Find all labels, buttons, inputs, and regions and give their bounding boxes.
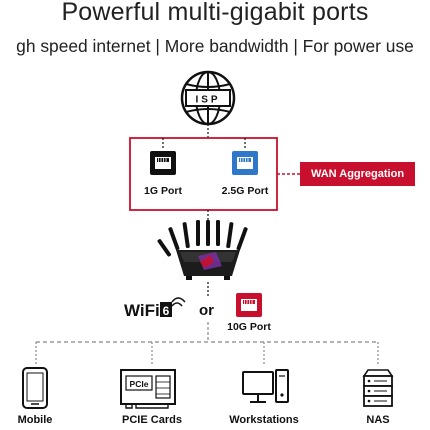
router-icon [157, 220, 248, 280]
ethernet-port-2-5g-icon [232, 151, 258, 175]
pcie-card-icon: PCIe [120, 369, 176, 409]
page-subtitle: gh speed internet | More bandwidth | For… [16, 36, 414, 56]
device-label-nas: NAS [366, 414, 390, 426]
device-label-workstations: Workstations [229, 414, 299, 426]
nas-icon [362, 369, 394, 407]
device-label-mobile: Mobile [17, 414, 53, 426]
svg-text:PCIe: PCIe [130, 379, 149, 389]
or-label: or [199, 302, 214, 319]
wifi-version: 6 [163, 304, 170, 318]
port-2-5g-label: 2.5G Port [221, 185, 269, 197]
smartphone-icon [22, 367, 48, 409]
ethernet-port-1g-icon [150, 151, 176, 175]
wifi-label: WiFi [124, 301, 160, 320]
device-label-pcie-cards: PCIE Cards [122, 414, 182, 426]
globe-icon: ISP [180, 70, 236, 126]
ethernet-port-10g-icon [236, 293, 262, 317]
workstation-icon [242, 369, 289, 403]
isp-label: ISP [195, 95, 220, 106]
page-title: Powerful multi-gigabit ports [61, 0, 369, 26]
port-1g-label: 1G Port [144, 185, 182, 197]
port-10g-label: 10G Port [227, 321, 271, 333]
wan-aggregation-badge: WAN Aggregation [300, 162, 415, 186]
wifi6-logo-icon: WiFi 6 [124, 297, 186, 320]
